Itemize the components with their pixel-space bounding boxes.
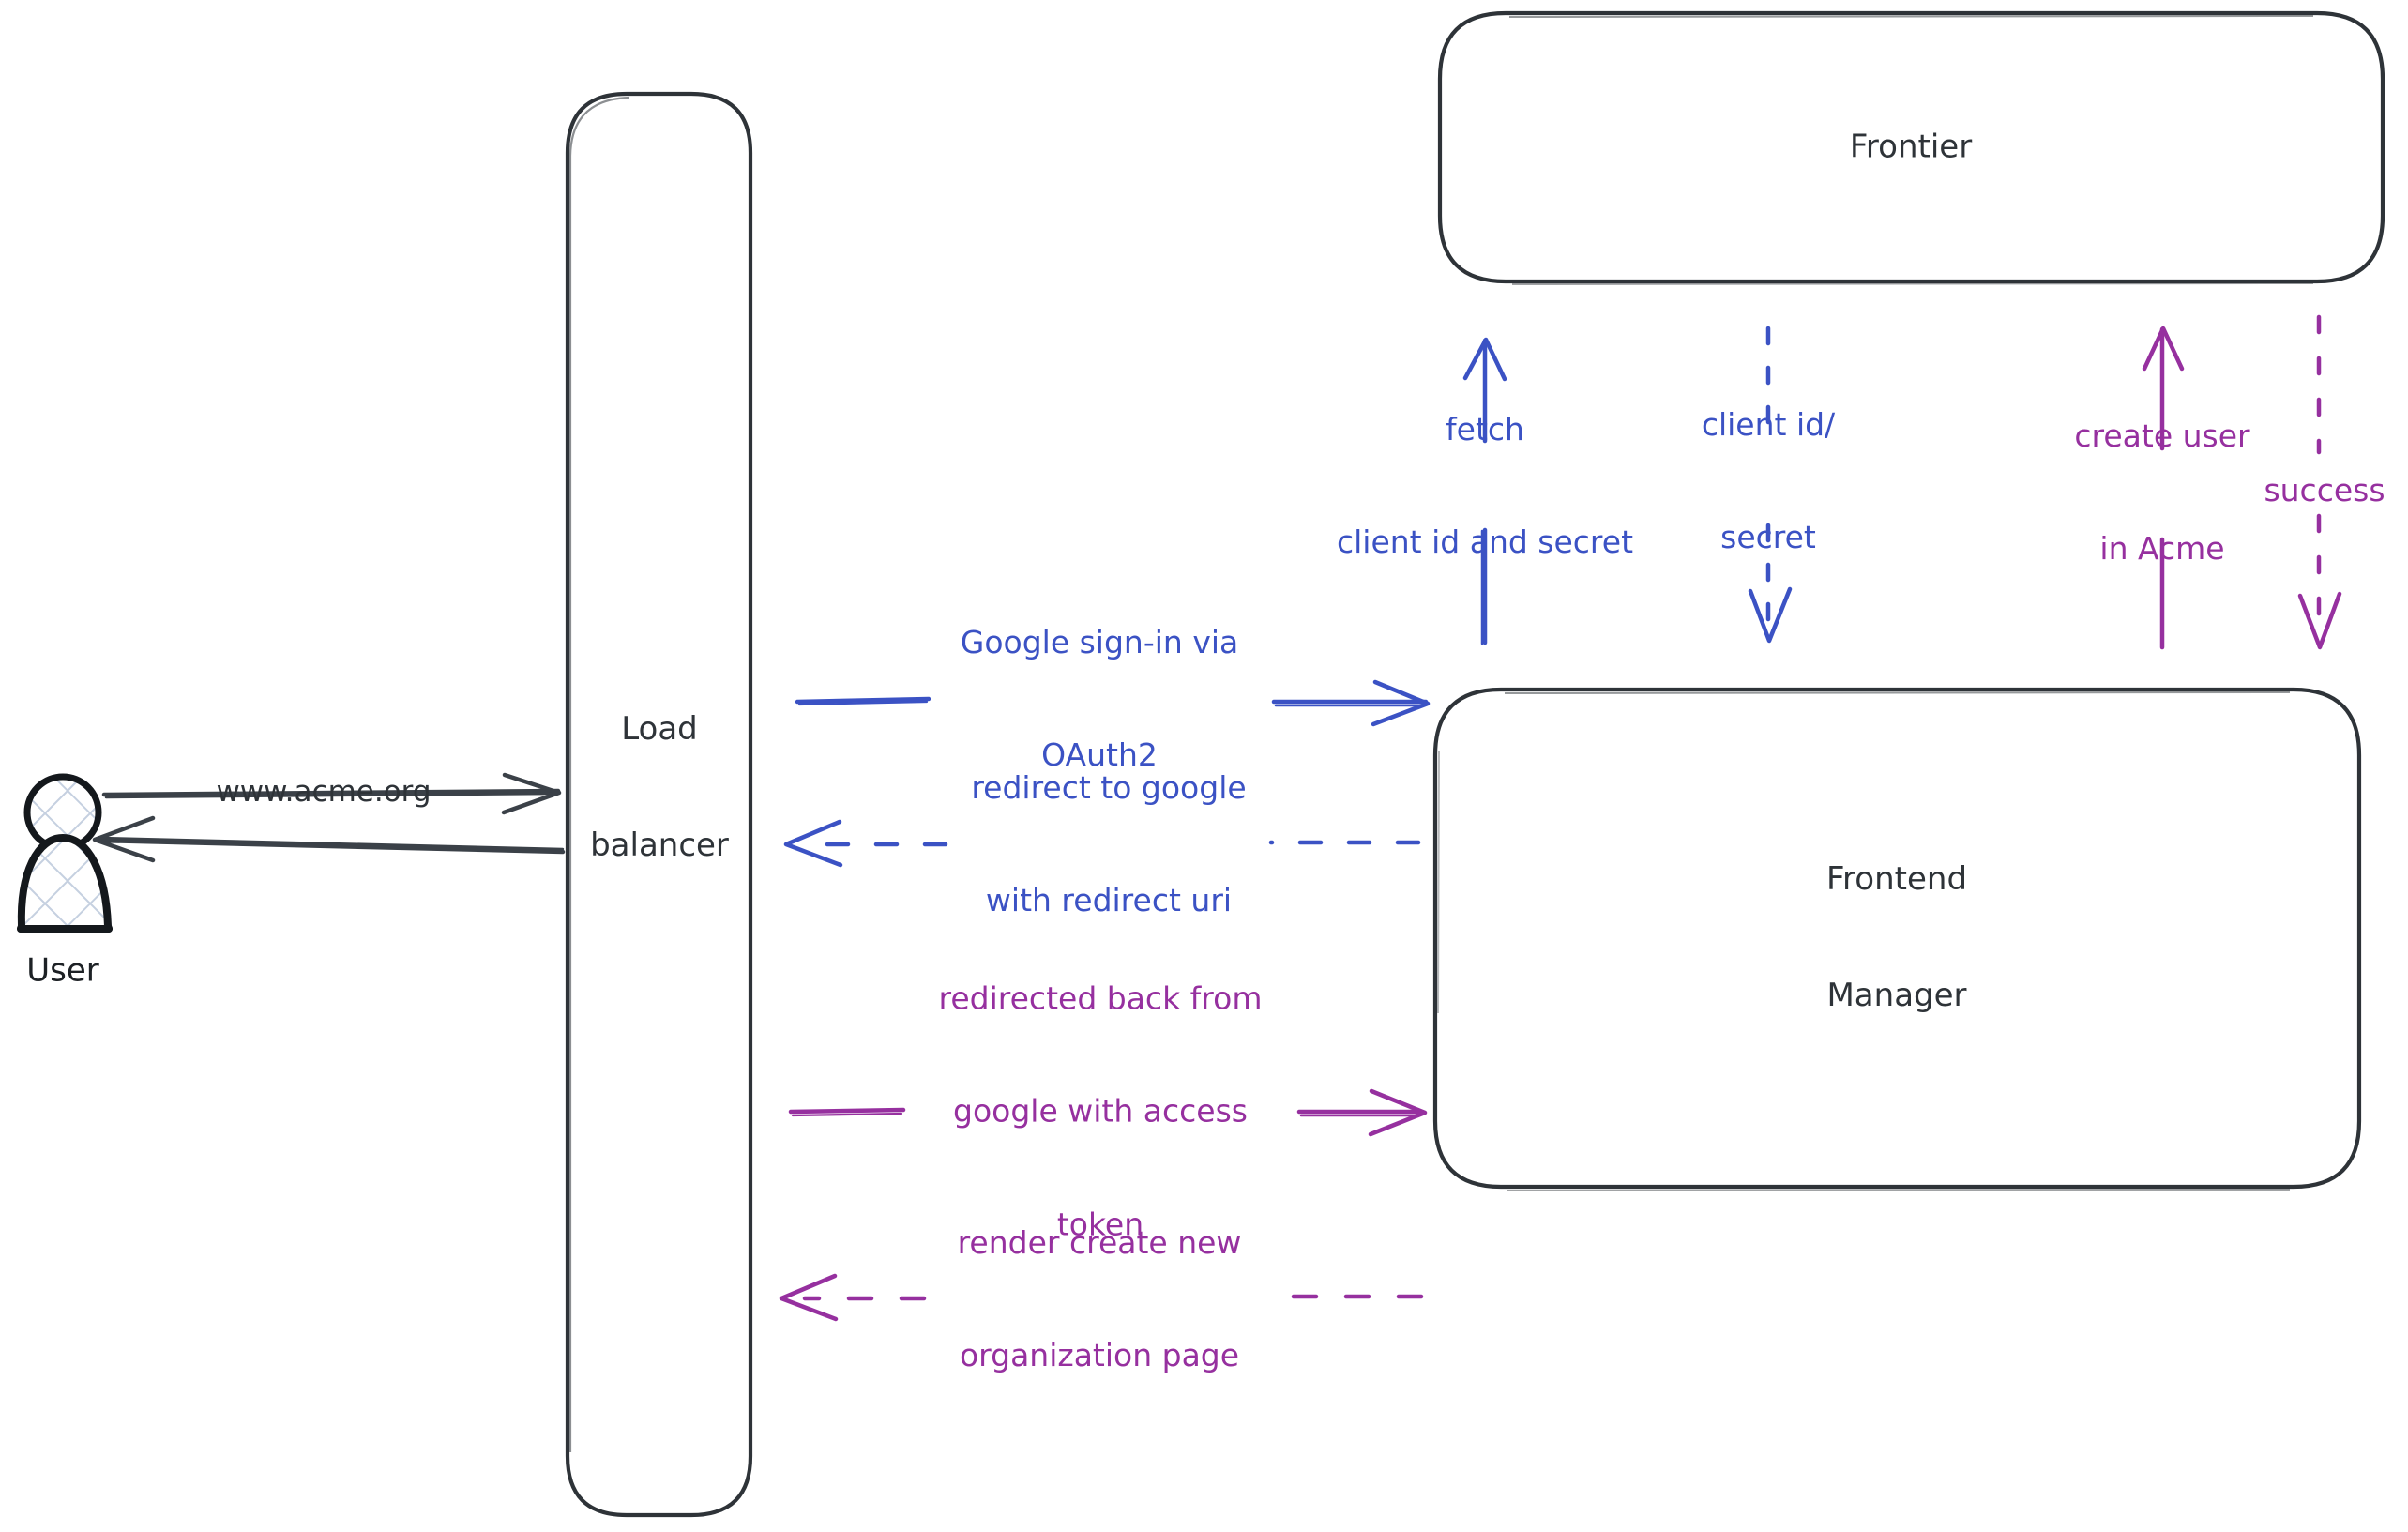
edge-label-creds-line1: client id/ [1701,405,1836,443]
arrow-render-create-new-organization-page [779,1273,1424,1322]
edge-label-render-create-new-organization-page: render create new organization page [958,1148,1242,1450]
edge-label-token-line3: token [1056,1206,1144,1243]
frontend-manager-label-line1: Frontend [1825,860,1968,899]
load-balancer-label-line1: Load [621,710,698,749]
edge-label-redirect-line2: with redirect uri [985,882,1233,919]
edge-label-redirected-back-with-access-token: redirected back from google with access … [939,904,1263,1320]
edge-label-client-id-secret: client id/ secret [1702,330,1835,632]
arrow-redirect-to-google [783,819,1421,868]
edge-label-success: success [2264,471,2385,508]
arrow-success [2297,314,2342,650]
frontend-manager-label: Frontend Manager [1826,782,1967,1094]
arrow-fetch-client-id-and-secret [1462,337,1507,645]
edge-label-google-signin-via-oauth2: Google sign-in via OAuth2 [961,548,1238,850]
user-actor-glyph [17,773,113,933]
edge-label-create-user-line1: create user [2074,417,2250,454]
edge-label-fetch-client-id-and-secret: fetch client id and secret [1337,335,1633,637]
edge-label-creds-line2: secret [1720,519,1816,556]
edge-label-redirect-to-google: redirect to google with redirect uri [971,693,1246,995]
user-actor-label: User [26,951,99,990]
edge-label-render-line1: render create new [957,1223,1242,1261]
frontend-manager-label-line2: Manager [1826,977,1967,1015]
load-balancer-box[interactable] [565,91,753,1518]
edge-label-token-line1: redirected back from [938,979,1263,1017]
arrow-user-to-load-balancer [101,772,562,815]
arrow-google-signin-via-oauth2 [795,679,1431,727]
edge-label-render-line2: organization page [959,1337,1240,1374]
edge-label-token-line2: google with access [953,1092,1248,1130]
arrow-load-balancer-to-user [92,815,566,863]
edge-label-oauth2-line1: Google sign-in via [960,623,1239,660]
edge-label-create-user-in-acme: create user in Acme [2074,341,2249,644]
edge-label-fetch-line2: client id and secret [1336,523,1634,561]
frontier-label: Frontier [1849,128,1973,166]
edge-label-www-acme-org: www.acme.org [216,775,432,810]
frontier-box[interactable] [1437,10,2385,285]
edge-label-fetch-line1: fetch [1446,410,1524,447]
edge-label-redirect-line1: redirect to google [971,768,1247,806]
arrow-client-id-secret [1748,326,1793,644]
load-balancer-label-line2: balancer [590,827,729,865]
load-balancer-label: Load balancer [590,632,729,944]
arrow-redirected-back-with-access-token [788,1088,1428,1137]
edge-label-oauth2-line2: OAuth2 [1041,736,1158,774]
frontend-manager-box[interactable] [1432,687,2362,1191]
arrow-create-user-in-acme [2142,326,2185,650]
edge-label-create-user-line2: in Acme [2099,530,2225,568]
